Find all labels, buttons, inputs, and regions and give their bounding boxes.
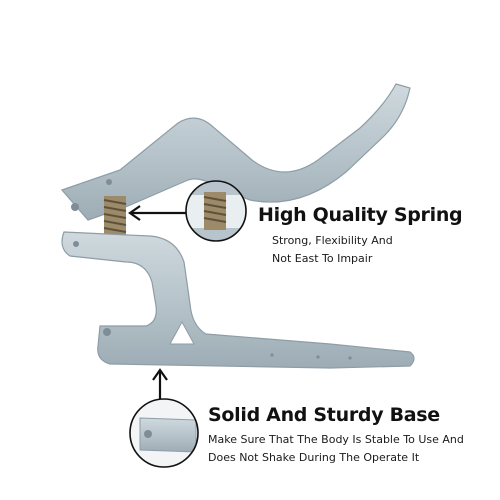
base-callout-line-1: Make Sure That The Body Is Stable To Use…: [208, 433, 464, 446]
spring-arrow: [128, 205, 186, 221]
base-zoom-circle: [129, 398, 199, 468]
press-body: [61, 231, 415, 369]
rivet: [270, 353, 274, 357]
triangle-cutout: [169, 320, 195, 345]
spring-callout-title: High Quality Spring: [258, 204, 463, 226]
base-callout-title: Solid And Sturdy Base: [208, 404, 440, 426]
rivet: [73, 241, 79, 247]
rivet: [103, 328, 111, 336]
base-arrow: [152, 368, 168, 399]
base-callout-line-2: Does Not Shake During The Operate It: [208, 451, 420, 464]
rivet: [316, 355, 320, 359]
spring-zoom-circle: [185, 180, 247, 242]
rivet: [348, 356, 352, 360]
rivet: [106, 179, 112, 185]
spring: [103, 196, 127, 236]
spring-callout-line-1: Strong, Flexibility And: [272, 234, 393, 247]
spring-callout-line-2: Not East To Impair: [272, 252, 373, 265]
rivet: [71, 203, 79, 211]
